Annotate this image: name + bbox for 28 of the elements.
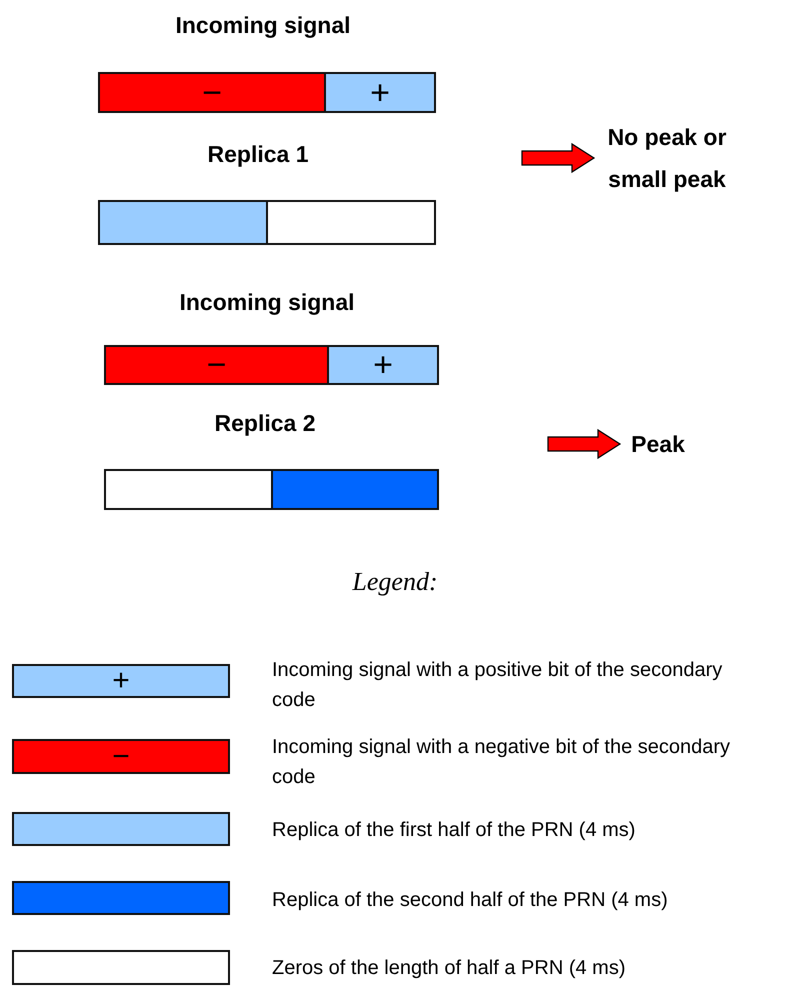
sign-symbol: − [206, 348, 226, 382]
legend-title: Legend: [352, 567, 438, 597]
replica-segment [98, 200, 268, 245]
sign-symbol: + [370, 76, 390, 110]
legend-text: Replica of the first half of the PRN (4 ms) [272, 818, 636, 843]
sign-symbol: − [202, 76, 222, 110]
arrow [521, 142, 596, 174]
replica-heading: Replica 1 [208, 141, 308, 168]
signal-segment [98, 72, 326, 113]
sign-symbol: + [373, 348, 393, 382]
signal-heading: Incoming signal [179, 289, 355, 316]
replica-heading: Replica 2 [214, 410, 316, 437]
replica-segment [266, 200, 436, 245]
sign-symbol: − [112, 742, 130, 772]
legend-text: Incoming signal with a negative bit of the secondary code [272, 735, 732, 790]
result-text: Peak [620, 422, 696, 466]
legend-text: Incoming signal with a positive bit of the secondary code [272, 658, 724, 713]
signal-segment [327, 345, 439, 385]
replica-segment [271, 469, 439, 510]
legend-text: Replica of the second half of the PRN (4 ms) [272, 888, 669, 913]
legend-text: Zeros of the length of half a PRN (4 ms) [272, 956, 626, 981]
replica-segment [104, 469, 273, 510]
signal-segment [104, 345, 329, 385]
result-text: No peak or small peak [594, 116, 740, 200]
sign-symbol: + [112, 666, 130, 696]
arrow [547, 428, 622, 460]
signal-heading: Incoming signal [175, 12, 351, 39]
signal-segment [324, 72, 436, 113]
